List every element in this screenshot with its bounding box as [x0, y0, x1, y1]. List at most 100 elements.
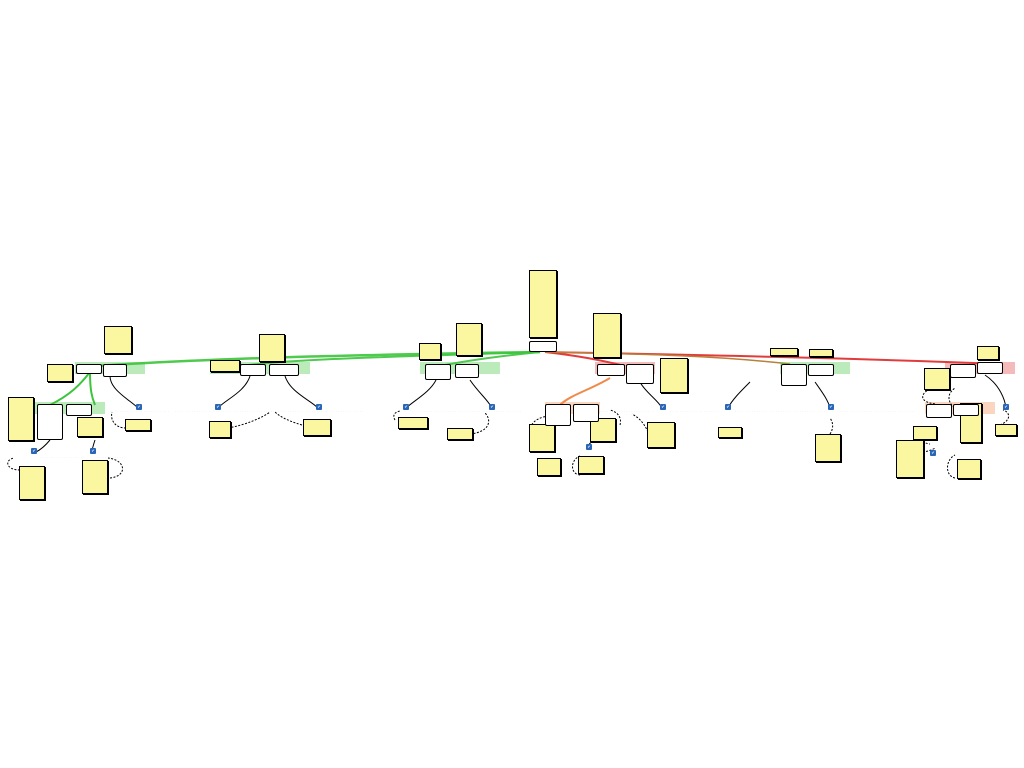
- claim[interactable]: [240, 364, 266, 376]
- claim[interactable]: [977, 362, 1003, 374]
- mixed-band: [559, 377, 611, 406]
- note[interactable]: [995, 424, 1017, 436]
- claim[interactable]: [103, 364, 127, 377]
- note[interactable]: [578, 456, 604, 474]
- note[interactable]: [77, 417, 103, 437]
- note[interactable]: [590, 418, 616, 442]
- connector: [405, 379, 437, 409]
- connector: [727, 381, 751, 409]
- note[interactable]: [19, 466, 45, 500]
- claim[interactable]: [953, 404, 979, 416]
- connector: [109, 375, 139, 409]
- claim[interactable]: [37, 404, 63, 440]
- note[interactable]: [770, 348, 798, 356]
- claim[interactable]: [781, 364, 807, 386]
- dashed-loop: [947, 454, 956, 479]
- note[interactable]: [924, 368, 950, 390]
- note[interactable]: [660, 358, 688, 393]
- dashed-loop: [999, 409, 1010, 426]
- agent-icon[interactable]: ✔: [489, 404, 495, 410]
- dashed-loop: [393, 410, 401, 421]
- note[interactable]: [896, 440, 924, 478]
- agent-icon[interactable]: ✔: [136, 404, 142, 410]
- note[interactable]: [104, 326, 132, 354]
- note[interactable]: [529, 424, 555, 452]
- agent-row: · · · · · · · · · · · · · · · · · · · · …: [110, 410, 170, 413]
- note[interactable]: [957, 459, 981, 479]
- claim[interactable]: [425, 364, 451, 380]
- dashed-loop: [572, 455, 581, 476]
- agent-row: · · · · · · · · · · · · · · · · · · · · …: [412, 410, 522, 413]
- agent-icon[interactable]: ✔: [660, 404, 666, 410]
- dashed-loop: [111, 411, 127, 429]
- note[interactable]: [303, 419, 331, 436]
- agent-row: · · · · · · · · · · · · · · · · · · · · …: [175, 410, 365, 413]
- dashed-loop: [609, 409, 621, 426]
- mixed-band: [544, 351, 791, 365]
- agent-row: · · · · · · · · · · · · · · · · · · · · …: [840, 410, 915, 413]
- claim[interactable]: [76, 364, 102, 374]
- dashed-loop: [829, 417, 834, 435]
- note[interactable]: [537, 458, 561, 476]
- note[interactable]: [647, 422, 675, 448]
- note[interactable]: [8, 397, 34, 441]
- note[interactable]: [977, 346, 999, 360]
- note[interactable]: [47, 364, 73, 382]
- claim[interactable]: [545, 404, 571, 426]
- agent-row: · · · · · · · · · · · · · ·: [98, 456, 123, 459]
- claim[interactable]: [950, 364, 976, 378]
- note[interactable]: [259, 334, 285, 362]
- claim[interactable]: [808, 364, 834, 376]
- connector: [217, 375, 251, 409]
- connector: [35, 439, 51, 453]
- note[interactable]: [456, 323, 482, 356]
- support-band: [89, 371, 96, 406]
- agent-icon[interactable]: ✔: [31, 448, 37, 454]
- note[interactable]: [718, 427, 742, 438]
- dashed-loop: [922, 389, 936, 405]
- note[interactable]: [419, 343, 441, 360]
- support-band: [239, 351, 541, 367]
- note[interactable]: [913, 426, 937, 440]
- agent-icon[interactable]: ✔: [930, 450, 936, 456]
- claim[interactable]: [269, 364, 299, 376]
- agent-icon[interactable]: ✔: [828, 404, 834, 410]
- agent-icon[interactable]: ✔: [403, 404, 409, 410]
- root-claim[interactable]: [529, 341, 557, 352]
- claim[interactable]: [573, 404, 599, 422]
- claim[interactable]: [926, 404, 952, 418]
- dashed-loop: [7, 457, 21, 471]
- note[interactable]: [447, 428, 473, 440]
- note[interactable]: [82, 460, 108, 494]
- claim[interactable]: [66, 404, 92, 416]
- note[interactable]: [398, 417, 428, 429]
- agent-icon[interactable]: ✔: [586, 444, 592, 450]
- note[interactable]: [210, 360, 240, 372]
- dashed-loop: [107, 457, 123, 479]
- claim[interactable]: [597, 364, 625, 376]
- note[interactable]: [125, 419, 151, 431]
- connector: [639, 381, 663, 409]
- claim[interactable]: [626, 364, 654, 384]
- support-band: [49, 371, 91, 406]
- agent-icon[interactable]: ✔: [215, 404, 221, 410]
- dashed-loop: [631, 413, 649, 433]
- agent-icon[interactable]: ✔: [316, 404, 322, 410]
- note[interactable]: [809, 349, 833, 357]
- agent-row: · · · · · · · · · · · · · · · · · · · · …: [40, 456, 85, 459]
- agent-row: · · · · · · · · · · · · · · · · · · · · …: [670, 410, 720, 413]
- note[interactable]: [815, 434, 841, 462]
- agent-row: · · · · · · · · · · · · · · · · · · · · …: [600, 410, 655, 413]
- dashed-loop: [227, 411, 271, 429]
- note[interactable]: [209, 421, 231, 438]
- note[interactable]: [529, 270, 557, 338]
- note[interactable]: [593, 313, 621, 358]
- claim[interactable]: [455, 364, 479, 378]
- agent-icon[interactable]: ✔: [1003, 404, 1009, 410]
- agent-icon[interactable]: ✔: [725, 404, 731, 410]
- dashed-loop: [274, 411, 303, 426]
- dashed-loop: [469, 412, 490, 435]
- agent-icon[interactable]: ✔: [90, 448, 96, 454]
